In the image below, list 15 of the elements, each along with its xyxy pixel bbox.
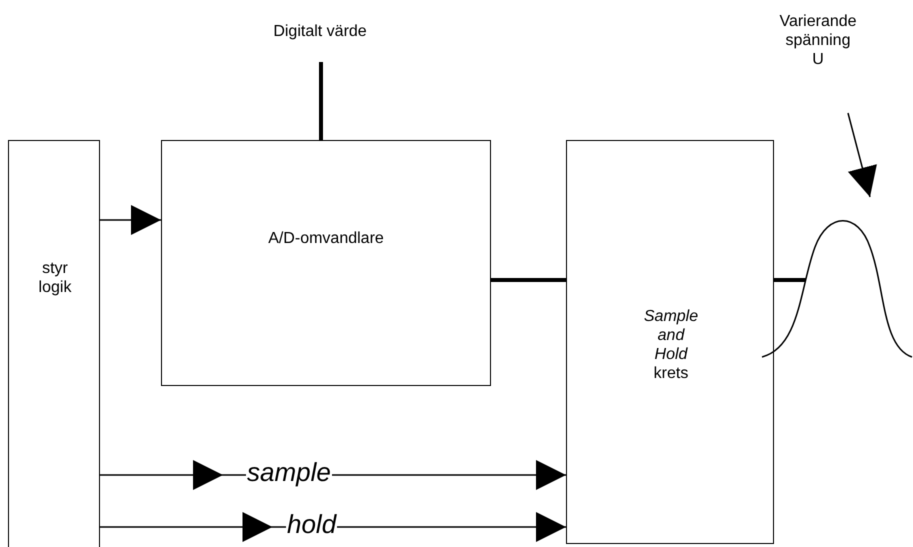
node-label: styr logik xyxy=(38,259,72,297)
arrow xyxy=(100,512,566,542)
bus-line xyxy=(774,278,806,282)
arrow xyxy=(100,205,161,235)
node-label: Sample and Hold krets xyxy=(642,307,700,383)
bus-line xyxy=(319,62,323,140)
node-label: Digitalt värde xyxy=(272,22,368,41)
process-box xyxy=(566,140,774,544)
node-label: A/D-omvandlare xyxy=(267,229,385,248)
arrow xyxy=(100,460,566,490)
node-label: Varierande spänning U xyxy=(779,12,857,69)
process-box xyxy=(161,140,491,386)
process-box xyxy=(8,140,100,547)
arrow xyxy=(847,112,877,198)
bus-line xyxy=(491,278,566,282)
